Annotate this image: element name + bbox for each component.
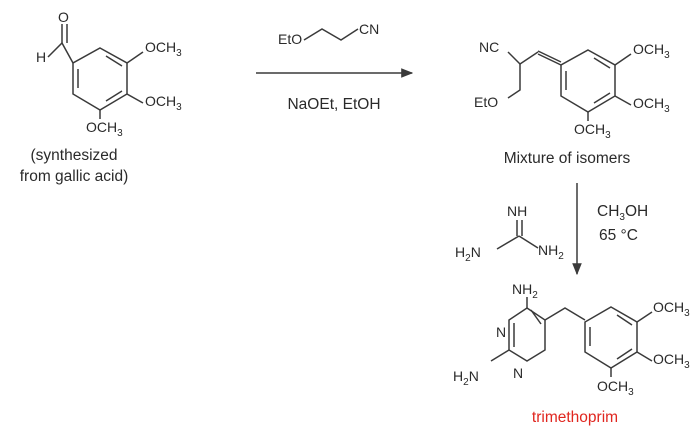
step2-solvent: CH3OH xyxy=(597,203,648,223)
product-structure: NH2 N N H2N OCH3 OCH3 OCH3 trimethoprim xyxy=(453,281,690,426)
start-caption-line2: from gallic acid) xyxy=(20,168,129,185)
aldehyde-oxygen-label: O xyxy=(58,9,69,25)
start-caption-line1: (synthesized xyxy=(30,147,117,164)
product-nh2-label: NH2 xyxy=(512,281,538,301)
methoxy-label: OCH3 xyxy=(145,39,182,59)
aldehyde-hydrogen-label: H xyxy=(36,49,46,65)
intermediate-caption: Mixture of isomers xyxy=(504,150,631,167)
starting-material-structure: O H OCH3 OCH3 OCH3 (synthesized from gal… xyxy=(20,9,182,185)
ring-nitrogen-label: N xyxy=(513,365,523,381)
methoxy-label: OCH3 xyxy=(574,121,611,141)
ring-nitrogen-label: N xyxy=(496,324,506,340)
product-name: trimethoprim xyxy=(532,409,618,426)
methoxy-label: OCH3 xyxy=(86,119,123,139)
methoxy-label: OCH3 xyxy=(653,351,690,371)
step1-reagent-bottom: NaOEt, EtOH xyxy=(287,96,380,113)
methoxy-label: OCH3 xyxy=(597,378,634,398)
step1-reagent-cn: CN xyxy=(359,21,379,37)
methoxy-label: OCH3 xyxy=(633,41,670,61)
methoxy-label: OCH3 xyxy=(653,299,690,319)
ethoxy-label: EtO xyxy=(474,94,498,110)
step2-arrow-group: NH H2N NH2 CH3OH 65 °C xyxy=(455,183,648,276)
guanidine-nh2-label: NH2 xyxy=(538,242,564,262)
step1-arrow-group: EtO CN NaOEt, EtOH xyxy=(256,21,414,113)
intermediate-structure: NC EtO OCH3 OCH3 OCH3 Mixture of isomers xyxy=(474,39,670,167)
product-h2n-label: H2N xyxy=(453,368,479,388)
guanidine-h2n-label: H2N xyxy=(455,244,481,264)
nitrile-label: NC xyxy=(479,39,499,55)
step2-temperature: 65 °C xyxy=(599,227,638,244)
guanidine-nh-label: NH xyxy=(507,203,527,219)
methoxy-label: OCH3 xyxy=(633,95,670,115)
methoxy-label: OCH3 xyxy=(145,93,182,113)
step1-reagent-eto: EtO xyxy=(278,31,302,47)
